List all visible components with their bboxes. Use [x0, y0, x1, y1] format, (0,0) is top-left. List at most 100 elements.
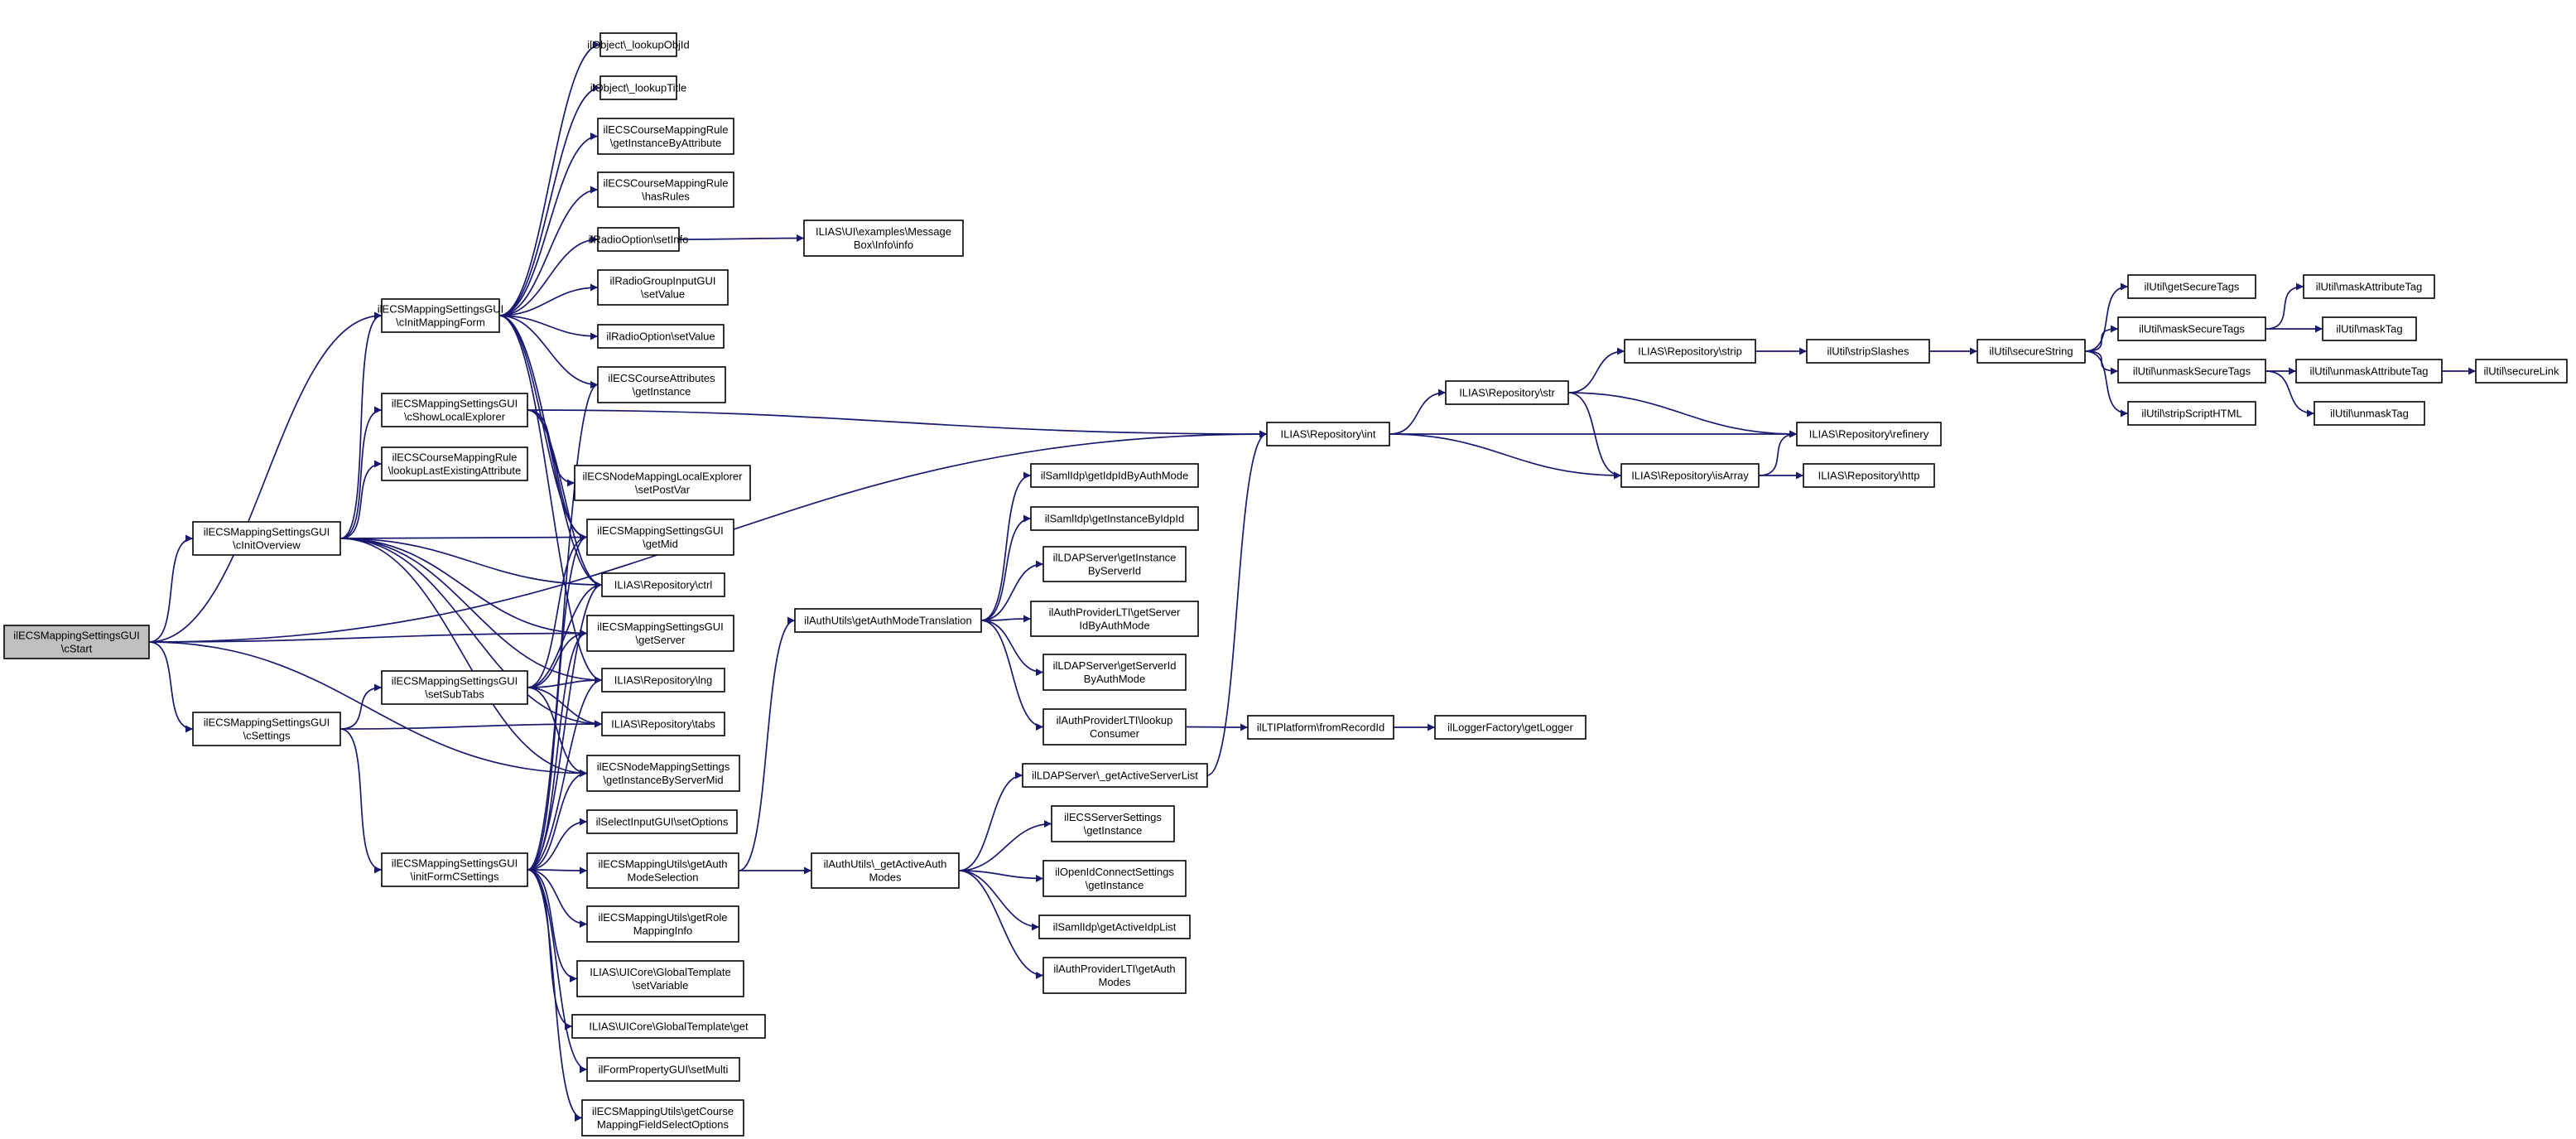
node-box — [192, 712, 341, 746]
node-box — [1051, 805, 1175, 842]
node-repoInt[interactable]: ILIAS\Repository\int — [1266, 422, 1390, 446]
node-radioGroupSetValue[interactable]: ilRadioGroupInputGUI\setValue — [597, 269, 729, 306]
node-box — [1266, 422, 1390, 446]
node-authModeTrans[interactable]: ilAuthUtils\getAuthModeTranslation — [794, 608, 982, 633]
node-label: ilUtil\unmaskSecureTags — [2133, 365, 2251, 378]
node-maskSecureTags[interactable]: ilUtil\maskSecureTags — [2117, 316, 2266, 341]
node-label: ilECSMappingSettingsGUI — [597, 620, 723, 633]
node-maskAttrTag[interactable]: ilUtil\maskAttributeTag — [2303, 274, 2435, 299]
node-settings[interactable]: ilECSMappingSettingsGUI\cSettings — [192, 712, 341, 746]
node-ldapActiveList[interactable]: ilLDAPServer\_getActiveServerList — [1022, 763, 1208, 788]
node-box — [1977, 339, 2086, 364]
node-label: ilUtil\secureString — [1989, 345, 2073, 358]
node-box — [1434, 715, 1587, 740]
node-getInstByAttr[interactable]: ilECSCourseMappingRule\getInstanceByAttr… — [597, 118, 734, 155]
node-unmaskTag[interactable]: ilUtil\unmaskTag — [2314, 401, 2425, 426]
node-box — [1806, 339, 1930, 364]
node-samlActiveList[interactable]: ilSamlIdp\getActiveIdpList — [1038, 915, 1191, 939]
node-tabs[interactable]: ILIAS\Repository\tabs — [601, 712, 725, 736]
node-secureLink[interactable]: ilUtil\secureLink — [2475, 359, 2568, 384]
node-oidcGetInst[interactable]: ilOpenIdConnectSettings\getInstance — [1042, 860, 1187, 897]
node-gtSetVariable[interactable]: ILIAS\UICore\GlobalTemplate\setVariable — [576, 960, 744, 997]
node-stripScriptHTML[interactable]: ilUtil\stripScriptHTML — [2127, 401, 2256, 426]
node-box — [794, 608, 982, 633]
node-box — [1042, 708, 1187, 746]
node-unmaskAttrTag[interactable]: ilUtil\unmaskAttributeTag — [2295, 359, 2443, 384]
node-label: ilSamlIdp\getIdpIdByAuthMode — [1041, 470, 1189, 482]
node-label: ilAuthProviderLTI\lookup — [1057, 714, 1173, 726]
node-setSubTabs[interactable]: ilECSMappingSettingsGUI\setSubTabs — [381, 670, 528, 705]
node-setMulti[interactable]: ilFormPropertyGUI\setMulti — [586, 1057, 740, 1082]
node-initForm[interactable]: ilECSMappingSettingsGUI\initFormCSetting… — [381, 852, 528, 887]
node-getSecureTags[interactable]: ilUtil\getSecureTags — [2127, 274, 2256, 299]
node-label: \setValue — [641, 288, 685, 301]
node-getServer[interactable]: ilECSMappingSettingsGUI\getServer — [586, 615, 734, 652]
node-maskTag[interactable]: ilUtil\maskTag — [2322, 316, 2417, 341]
node-repoStrip[interactable]: ILIAS\Repository\strip — [1624, 339, 1756, 364]
edge-initMap-to-courseAttrGetInst — [498, 315, 599, 389]
node-ecsServerGetInst[interactable]: ilECSServerSettings\getInstance — [1051, 805, 1175, 842]
edge-ldapActiveList-to-repoInt — [1206, 430, 1268, 776]
node-lookupTitle[interactable]: ilObject\_lookupTitle — [590, 75, 687, 100]
node-repoHttp[interactable]: ILIAS\Repository\http — [1803, 463, 1935, 488]
node-lng[interactable]: ILIAS\Repository\lng — [601, 668, 725, 693]
node-ctrl[interactable]: ILIAS\Repository\ctrl — [601, 572, 725, 597]
node-nodeLocalSetPost[interactable]: ilECSNodeMappingLocalExplorer\setPostVar — [574, 465, 751, 501]
node-unmaskSecureTags[interactable]: ilUtil\unmaskSecureTags — [2117, 359, 2266, 384]
node-repoStr[interactable]: ILIAS\Repository\str — [1445, 380, 1569, 405]
node-initOver[interactable]: ilECSMappingSettingsGUI\cInitOverview — [192, 521, 341, 556]
node-repoRefinery[interactable]: ILIAS\Repository\refinery — [1796, 422, 1942, 446]
node-box — [576, 960, 744, 997]
node-secureString[interactable]: ilUtil\secureString — [1977, 339, 2086, 364]
edge-initOver-to-ctrl — [339, 538, 603, 589]
edge-authModeTrans-to-ltiLookupConsumer — [980, 620, 1044, 731]
node-hasRules[interactable]: ilECSCourseMappingRule\hasRules — [597, 171, 734, 208]
node-box — [601, 712, 725, 736]
node-samlGetInst[interactable]: ilSamlIdp\getInstanceByIdpId — [1030, 506, 1199, 531]
node-nodeMapGetInst[interactable]: ilECSNodeMappingSettings\getInstanceBySe… — [586, 755, 740, 792]
node-gtGet[interactable]: ILIAS\UICore\GlobalTemplate\get — [571, 1014, 766, 1039]
node-courseAttrGetInst[interactable]: ilECSCourseAttributes\getInstance — [597, 366, 726, 403]
node-label: \cShowLocalExplorer — [404, 411, 506, 423]
node-initMap[interactable]: ilECSMappingSettingsGUI\cInitMappingForm — [378, 298, 503, 333]
edge-initOver-to-lookupLast — [339, 460, 383, 539]
node-selectSetOptions[interactable]: ilSelectInputGUI\setOptions — [586, 809, 738, 834]
node-showLocal[interactable]: ilECSMappingSettingsGUI\cShowLocalExplor… — [381, 393, 528, 427]
node-radioSetValue[interactable]: ilRadioOption\setValue — [597, 324, 725, 349]
node-label: ILIAS\Repository\str — [1459, 387, 1555, 399]
node-repoIsArray[interactable]: ILIAS\Repository\isArray — [1620, 463, 1760, 488]
edge-secureString-to-maskSecureTags — [2084, 325, 2119, 352]
node-label: ilECSMappingSettingsGUI — [378, 303, 503, 316]
node-getCourseMap[interactable]: ilECSMappingUtils\getCourseMappingFieldS… — [581, 1099, 744, 1137]
node-label: \setPostVar — [635, 484, 691, 496]
node-label: ilSelectInputGUI\setOptions — [596, 816, 729, 828]
node-root[interactable]: ilECSMappingSettingsGUI\cStart — [3, 625, 150, 659]
edge-getActiveAuth-to-ltiGetAuthModes — [958, 870, 1044, 979]
node-ltiFromRecord[interactable]: ilLTIPlatform\fromRecordId — [1247, 715, 1394, 740]
node-label: ilECSNodeMappingSettings — [597, 760, 730, 773]
node-lookupLast[interactable]: ilECSCourseMappingRule\lookupLastExistin… — [381, 446, 528, 481]
node-label: ilFormPropertyGUI\setMulti — [599, 1064, 729, 1076]
node-loggerGet[interactable]: ilLoggerFactory\getLogger — [1434, 715, 1587, 740]
node-radioSetInfo[interactable]: ilRadioOption\setInfo — [589, 227, 689, 252]
node-label: ilECSMappingSettingsGUI — [392, 398, 518, 410]
node-box — [1620, 463, 1760, 488]
node-stripSlashes[interactable]: ilUtil\stripSlashes — [1806, 339, 1930, 364]
node-box — [2117, 359, 2266, 384]
node-box — [2117, 316, 2266, 341]
edges-layer — [148, 41, 2476, 1122]
node-getMid[interactable]: ilECSMappingSettingsGUI\getMid — [586, 519, 734, 556]
node-lookupObjId[interactable]: ilObject\_lookupObjId — [587, 32, 690, 57]
node-samlGetIdpId[interactable]: ilSamlIdp\getIdpIdByAuthMode — [1030, 463, 1199, 488]
node-box — [574, 465, 751, 501]
edge-setSubTabs-to-tabs — [527, 687, 603, 728]
